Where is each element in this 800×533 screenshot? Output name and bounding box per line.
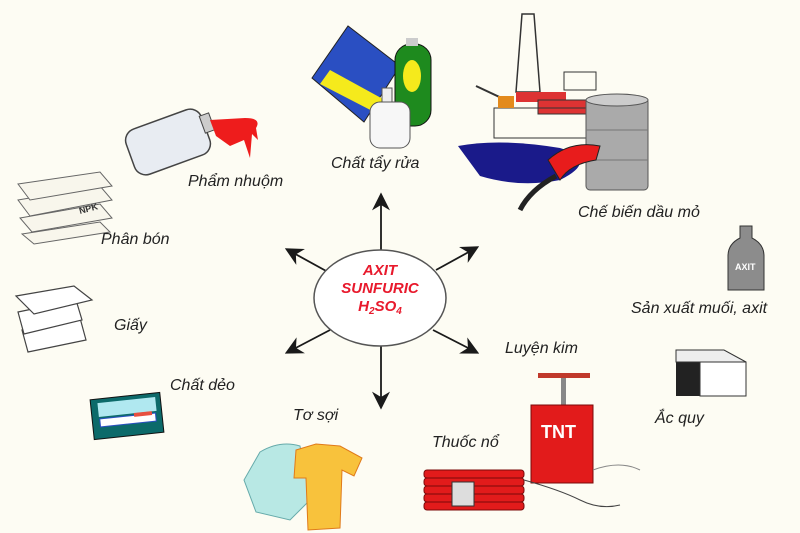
svg-text:AXIT: AXIT [735,262,756,272]
center-label: AXIT SUNFURIC H2SO4 [318,262,442,321]
acid-bottle-icon: AXIT [727,225,765,291]
label-oil-refining: Chế biến dầu mỏ [578,204,700,221]
oil-rig-icon [458,13,649,212]
metallurgy-icon [538,373,590,408]
fertilizer-bags-icon: NPK [17,171,113,245]
dynamite-icon: TNT [423,404,641,511]
center-ellipse [313,249,447,347]
paper-stack-icon [14,285,94,353]
label-metallurgy: Luyện kim [505,340,578,357]
label-paper: Giấy [114,317,147,334]
label-explosives: Thuốc nổ [432,434,499,451]
svg-text:TNT: TNT [541,422,576,442]
center-line-1: AXIT [362,262,398,279]
center-formula: H2SO4 [358,298,402,317]
label-plastic: Chất dẻo [170,377,235,394]
label-battery: Ắc quy [655,410,704,427]
label-salt-acid: Sản xuất muối, axit [631,300,768,317]
center-line-2: SUNFURIC [341,280,419,297]
label-fibers: Tơ sợi [293,407,339,424]
svg-text:NPK: NPK [78,201,99,216]
dye-bottle-icon [124,108,258,176]
label-fertilizer: Phân bón [101,231,170,248]
label-dye: Phẩm nhuộm [188,173,284,190]
clothes-icon [243,443,363,531]
plastic-case-icon [89,391,165,441]
battery-icon [675,349,747,397]
detergent-icon [311,25,432,149]
label-detergent: Chất tẩy rửa [331,155,420,172]
arrows [284,192,480,410]
